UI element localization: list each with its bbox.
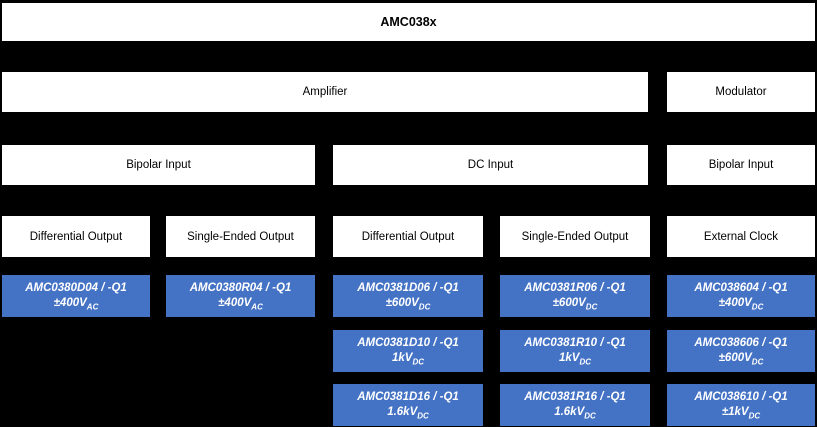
rating-subscript: DC: [579, 357, 592, 367]
bipolar-input-node-modulator: Bipolar Input: [667, 145, 815, 185]
modulator-branch-label: Modulator: [715, 86, 767, 98]
part-number: AMC0380D04 / -Q1: [25, 282, 127, 294]
bipolar-input-label-modulator: Bipolar Input: [708, 159, 774, 171]
rating-subscript: DC: [584, 411, 596, 421]
rating-subscript: DC: [417, 411, 429, 421]
single-ended-output-label-bipolar: Single-Ended Output: [187, 230, 294, 243]
part-node-amc0381r10: AMC0381R10 / -Q1 1kVDC: [500, 330, 650, 372]
part-rating: ±400VAC: [53, 297, 99, 312]
part-node-amc0381r06: AMC0381R06 / -Q1 ±600VDC: [500, 275, 650, 317]
rating-subscript: AC: [251, 302, 263, 312]
part-node-amc0381d16: AMC0381D16 / -Q1 1.6kVDC: [333, 384, 483, 426]
part-node-amc0380r04: AMC0380R04 / -Q1 ±400VAC: [166, 275, 315, 317]
rating-subscript: DC: [751, 357, 764, 367]
part-number: AMC038606 / -Q1: [694, 337, 788, 349]
part-rating: 1.6kVDC: [554, 406, 596, 421]
part-rating: ±600VDC: [385, 297, 431, 312]
modulator-branch-node: Modulator: [667, 72, 815, 112]
part-number: AMC0381D06 / -Q1: [357, 282, 459, 294]
part-rating: 1kVDC: [391, 352, 425, 367]
part-rating: 1kVDC: [558, 352, 592, 367]
part-rating: ±600VDC: [718, 352, 764, 367]
part-number: AMC0381R16 / -Q1: [524, 391, 626, 403]
part-node-amc0381d10: AMC0381D10 / -Q1 1kVDC: [333, 330, 483, 372]
part-node-amc0381d06: AMC0381D06 / -Q1 ±600VDC: [333, 275, 483, 317]
single-ended-output-node-dc: Single-Ended Output: [500, 216, 650, 257]
part-number: AMC038610 / -Q1: [694, 391, 788, 403]
single-ended-output-label-dc: Single-Ended Output: [521, 230, 629, 243]
rating-subscript: AC: [86, 302, 99, 312]
part-rating: 1.6kVDC: [387, 406, 429, 421]
differential-output-label-dc: Differential Output: [361, 230, 455, 243]
differential-output-label-bipolar: Differential Output: [29, 230, 123, 243]
part-node-amc038604: AMC038604 / -Q1 ±400VDC: [667, 275, 815, 317]
dc-input-node: DC Input: [333, 145, 648, 185]
part-rating: ±600VDC: [552, 297, 598, 312]
part-number: AMC0381D16 / -Q1: [357, 391, 459, 403]
family-title: AMC038x: [380, 15, 437, 29]
part-rating: ±400VAC: [218, 297, 263, 312]
rating-subscript: DC: [412, 357, 425, 367]
part-node-amc038610: AMC038610 / -Q1 ±1kVDC: [667, 384, 815, 426]
differential-output-node-dc: Differential Output: [333, 216, 483, 257]
part-number: AMC0381R06 / -Q1: [524, 282, 626, 294]
single-ended-output-node-bipolar: Single-Ended Output: [166, 216, 315, 257]
bipolar-input-node-amplifier: Bipolar Input: [2, 145, 315, 185]
part-number: AMC0380R04 / -Q1: [189, 282, 292, 294]
external-clock-node: External Clock: [667, 216, 815, 257]
part-number: AMC0381R10 / -Q1: [524, 337, 626, 349]
amplifier-branch-label: Amplifier: [302, 86, 348, 98]
part-number: AMC038604 / -Q1: [694, 282, 788, 294]
part-number: AMC0381D10 / -Q1: [357, 337, 459, 349]
differential-output-node-bipolar: Differential Output: [2, 216, 150, 257]
rating-subscript: DC: [418, 302, 431, 312]
rating-subscript: DC: [751, 302, 764, 312]
part-node-amc0381r16: AMC0381R16 / -Q1 1.6kVDC: [500, 384, 650, 426]
external-clock-label: External Clock: [703, 230, 779, 243]
rating-subscript: DC: [585, 302, 598, 312]
rating-subscript: DC: [748, 411, 761, 421]
part-rating: ±400VDC: [718, 297, 764, 312]
part-node-amc0380d04: AMC0380D04 / -Q1 ±400VAC: [2, 275, 150, 317]
amplifier-branch-node: Amplifier: [2, 72, 648, 112]
part-node-amc038606: AMC038606 / -Q1 ±600VDC: [667, 330, 815, 372]
dc-input-label: DC Input: [467, 159, 514, 171]
family-root-node: AMC038x: [2, 3, 815, 41]
bipolar-input-label-amplifier: Bipolar Input: [126, 159, 191, 171]
part-rating: ±1kVDC: [721, 406, 761, 421]
